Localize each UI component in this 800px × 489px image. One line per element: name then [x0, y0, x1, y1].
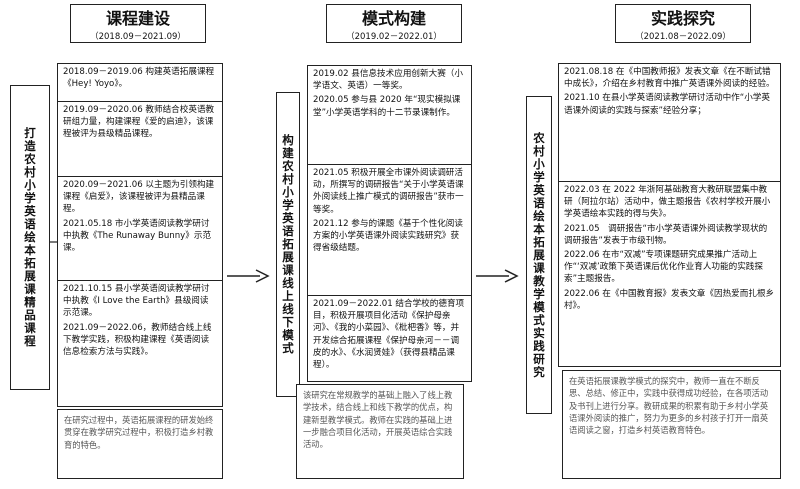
- stage-3-item-2-text-1: 2022.03 在 2022 年浙阿基础教育大教研联盟集中教研（阿拉尔站）活动中…: [564, 185, 771, 220]
- stage-1-item-3-text-1: 2020.09－2021.06 以主题为引领构建课程《启爱》，该课程被评为县精品…: [63, 180, 215, 215]
- connector-stage-1-arrow: [50, 241, 57, 243]
- stage-3-title: 实践探究: [650, 9, 715, 28]
- stage-2-item-3-text: 2021.09－2022.01 结合学校的德育项目，积极开展项目化活动《保护母亲…: [313, 299, 465, 371]
- stage-3-item-1-text-1: 2021.08.18 在《中国教师报》发表文章《在不断试错中成长》，介绍在乡村教…: [564, 67, 775, 90]
- stage-1-item-4-text-2: 2021.09－2022.06，教师结合线上线下教学实践，积极构建课程《英语阅读…: [63, 322, 212, 358]
- stage-1-item-1-text: 2018.09－2019.06 构建英语拓展课程《Hey! Yoyo》。: [63, 67, 215, 90]
- stage-2-item-1-text-2: 2020.05 参与县 2020 年“现实模拟课堂”小学英语学科的十二节录课制作…: [313, 95, 461, 118]
- stage-2-title: 模式构建: [361, 9, 426, 28]
- stage-2-item-2: 2021.05 积极开展全市课外阅读调研活动，所撰写的调研报告“关于小学英语课外…: [308, 164, 471, 292]
- stage-2-summary: 该研究在常规教学的基础上融入了线上教学技术，结合线上和线下教学的优点，构建新型教…: [296, 384, 464, 479]
- stage-2-header: 模式构建 （2019.02－2022.01）: [326, 4, 462, 43]
- stage-2-item-1: 2019.02 县信息技术应用创新大赛（小学语文、英语）一等奖。 2020.05…: [308, 66, 471, 161]
- stage-3-header: 实践探究 （2021.08－2022.09）: [615, 4, 751, 43]
- stage-1-summary-text: 在研究过程中，英语拓展课程的研发始终贯穿在教学研究过程中，积极打造乡村教育的特色…: [64, 415, 214, 450]
- stage-1-item-3: 2020.09－2021.06 以主题为引领构建课程《启爱》，该课程被评为县精品…: [58, 176, 222, 278]
- stage-1-item-4: 2021.10.15 县小学英语阅读教学研讨中执教《I Love the Ear…: [58, 280, 222, 408]
- stage-3-summary: 在英语拓展课教学模式的探究中，教师一直在不断反思、总结、修正中，实践中获得成功经…: [562, 370, 781, 479]
- stage-1-header: 课程建设 （2018.09－2021.09）: [70, 4, 206, 43]
- stage-1-item-1: 2018.09－2019.06 构建英语拓展课程《Hey! Yoyo》。: [58, 64, 222, 99]
- arrow-stage-2-to-3: [476, 269, 519, 283]
- stage-1-vertical-label: 打造农村小学英语绘本拓展课精品课程: [10, 85, 50, 390]
- stage-1-item-2: 2019.09－2020.06 教师结合校英语教研组力量，构建课程《爱的启迪》，…: [58, 101, 222, 174]
- stage-2-period: （2019.02－2022.01）: [346, 32, 442, 42]
- stage-3-item-2-text-2: 2021.05 调研报告“市小学英语课外阅读教学现状的调研报告”发表于市级刊物。: [564, 223, 768, 246]
- stage-1-item-2-text: 2019.09－2020.06 教师结合校英语教研组力量，构建课程《爱的启迪》，…: [63, 105, 215, 140]
- stage-1-title: 课程建设: [105, 9, 170, 28]
- stage-3-items: 2021.08.18 在《中国教师报》发表文章《在不断试错中成长》，介绍在乡村教…: [558, 63, 781, 367]
- stage-1-summary: 在研究过程中，英语拓展课程的研发始终贯穿在教学研究过程中，积极打造乡村教育的特色…: [57, 409, 223, 479]
- stage-3-vertical-label: 农村小学英语绘本拓展课教学模式实践研究: [526, 96, 552, 414]
- stage-3-period: （2021.08－2022.09）: [635, 32, 731, 42]
- stage-2-item-1-text-1: 2019.02 县信息技术应用创新大赛（小学语文、英语）一等奖。: [313, 69, 463, 92]
- arrow-stage-1-to-2: [227, 269, 270, 283]
- stage-2-item-2-text-1: 2021.05 积极开展全市课外阅读调研活动，所撰写的调研报告“关于小学英语课外…: [313, 168, 464, 215]
- stage-2-summary-text: 该研究在常规教学的基础上融入了线上教学技术，结合线上和线下教学的优点，构建新型教…: [303, 390, 453, 450]
- stage-3-summary-text: 在英语拓展课教学模式的探究中，教师一直在不断反思、总结、修正中，实践中获得成功经…: [569, 376, 769, 436]
- stage-1-period: （2018.09－2021.09）: [90, 32, 186, 42]
- stage-1-items: 2018.09－2019.06 构建英语拓展课程《Hey! Yoyo》。 201…: [57, 63, 223, 407]
- stage-2-vertical-label: 构建农村小学英语拓展课线上线下模式: [276, 92, 300, 397]
- stage-3-item-2: 2022.03 在 2022 年浙阿基础教育大教研联盟集中教研（阿拉尔站）活动中…: [559, 181, 780, 368]
- stage-2-item-2-text-2: 2021.12 参与的课题《基于个性化阅读方案的小学英语课外阅读实践研究》获得省…: [313, 218, 463, 254]
- stage-2-item-3: 2021.09－2022.01 结合学校的德育项目，积极开展项目化活动《保护母亲…: [308, 295, 471, 383]
- stage-1-item-4-text-1: 2021.10.15 县小学英语阅读教学研讨中执教《I Love the Ear…: [63, 284, 210, 319]
- stage-3-item-1: 2021.08.18 在《中国教师报》发表文章《在不断试错中成长》，介绍在乡村教…: [559, 64, 780, 176]
- stage-1-item-3-text-2: 2021.05.18 市小学英语阅读教学研讨中执教《The Runaway Bu…: [63, 218, 212, 254]
- stage-2-items: 2019.02 县信息技术应用创新大赛（小学语文、英语）一等奖。 2020.05…: [307, 65, 472, 382]
- stage-3-item-1-text-2: 2021.10 在县小学英语阅读教学研讨活动中作“小学英语课外阅读的实践与探索”…: [564, 93, 771, 116]
- stage-3-item-2-text-3: 2022.06 在市“双减”专项课题研究成果推广活动上作“‘双减’政策下英语课后…: [564, 250, 763, 285]
- stage-3-item-2-text-4: 2022.06 在《中国教育报》发表文章《因热爱而扎根乡村》。: [564, 288, 775, 311]
